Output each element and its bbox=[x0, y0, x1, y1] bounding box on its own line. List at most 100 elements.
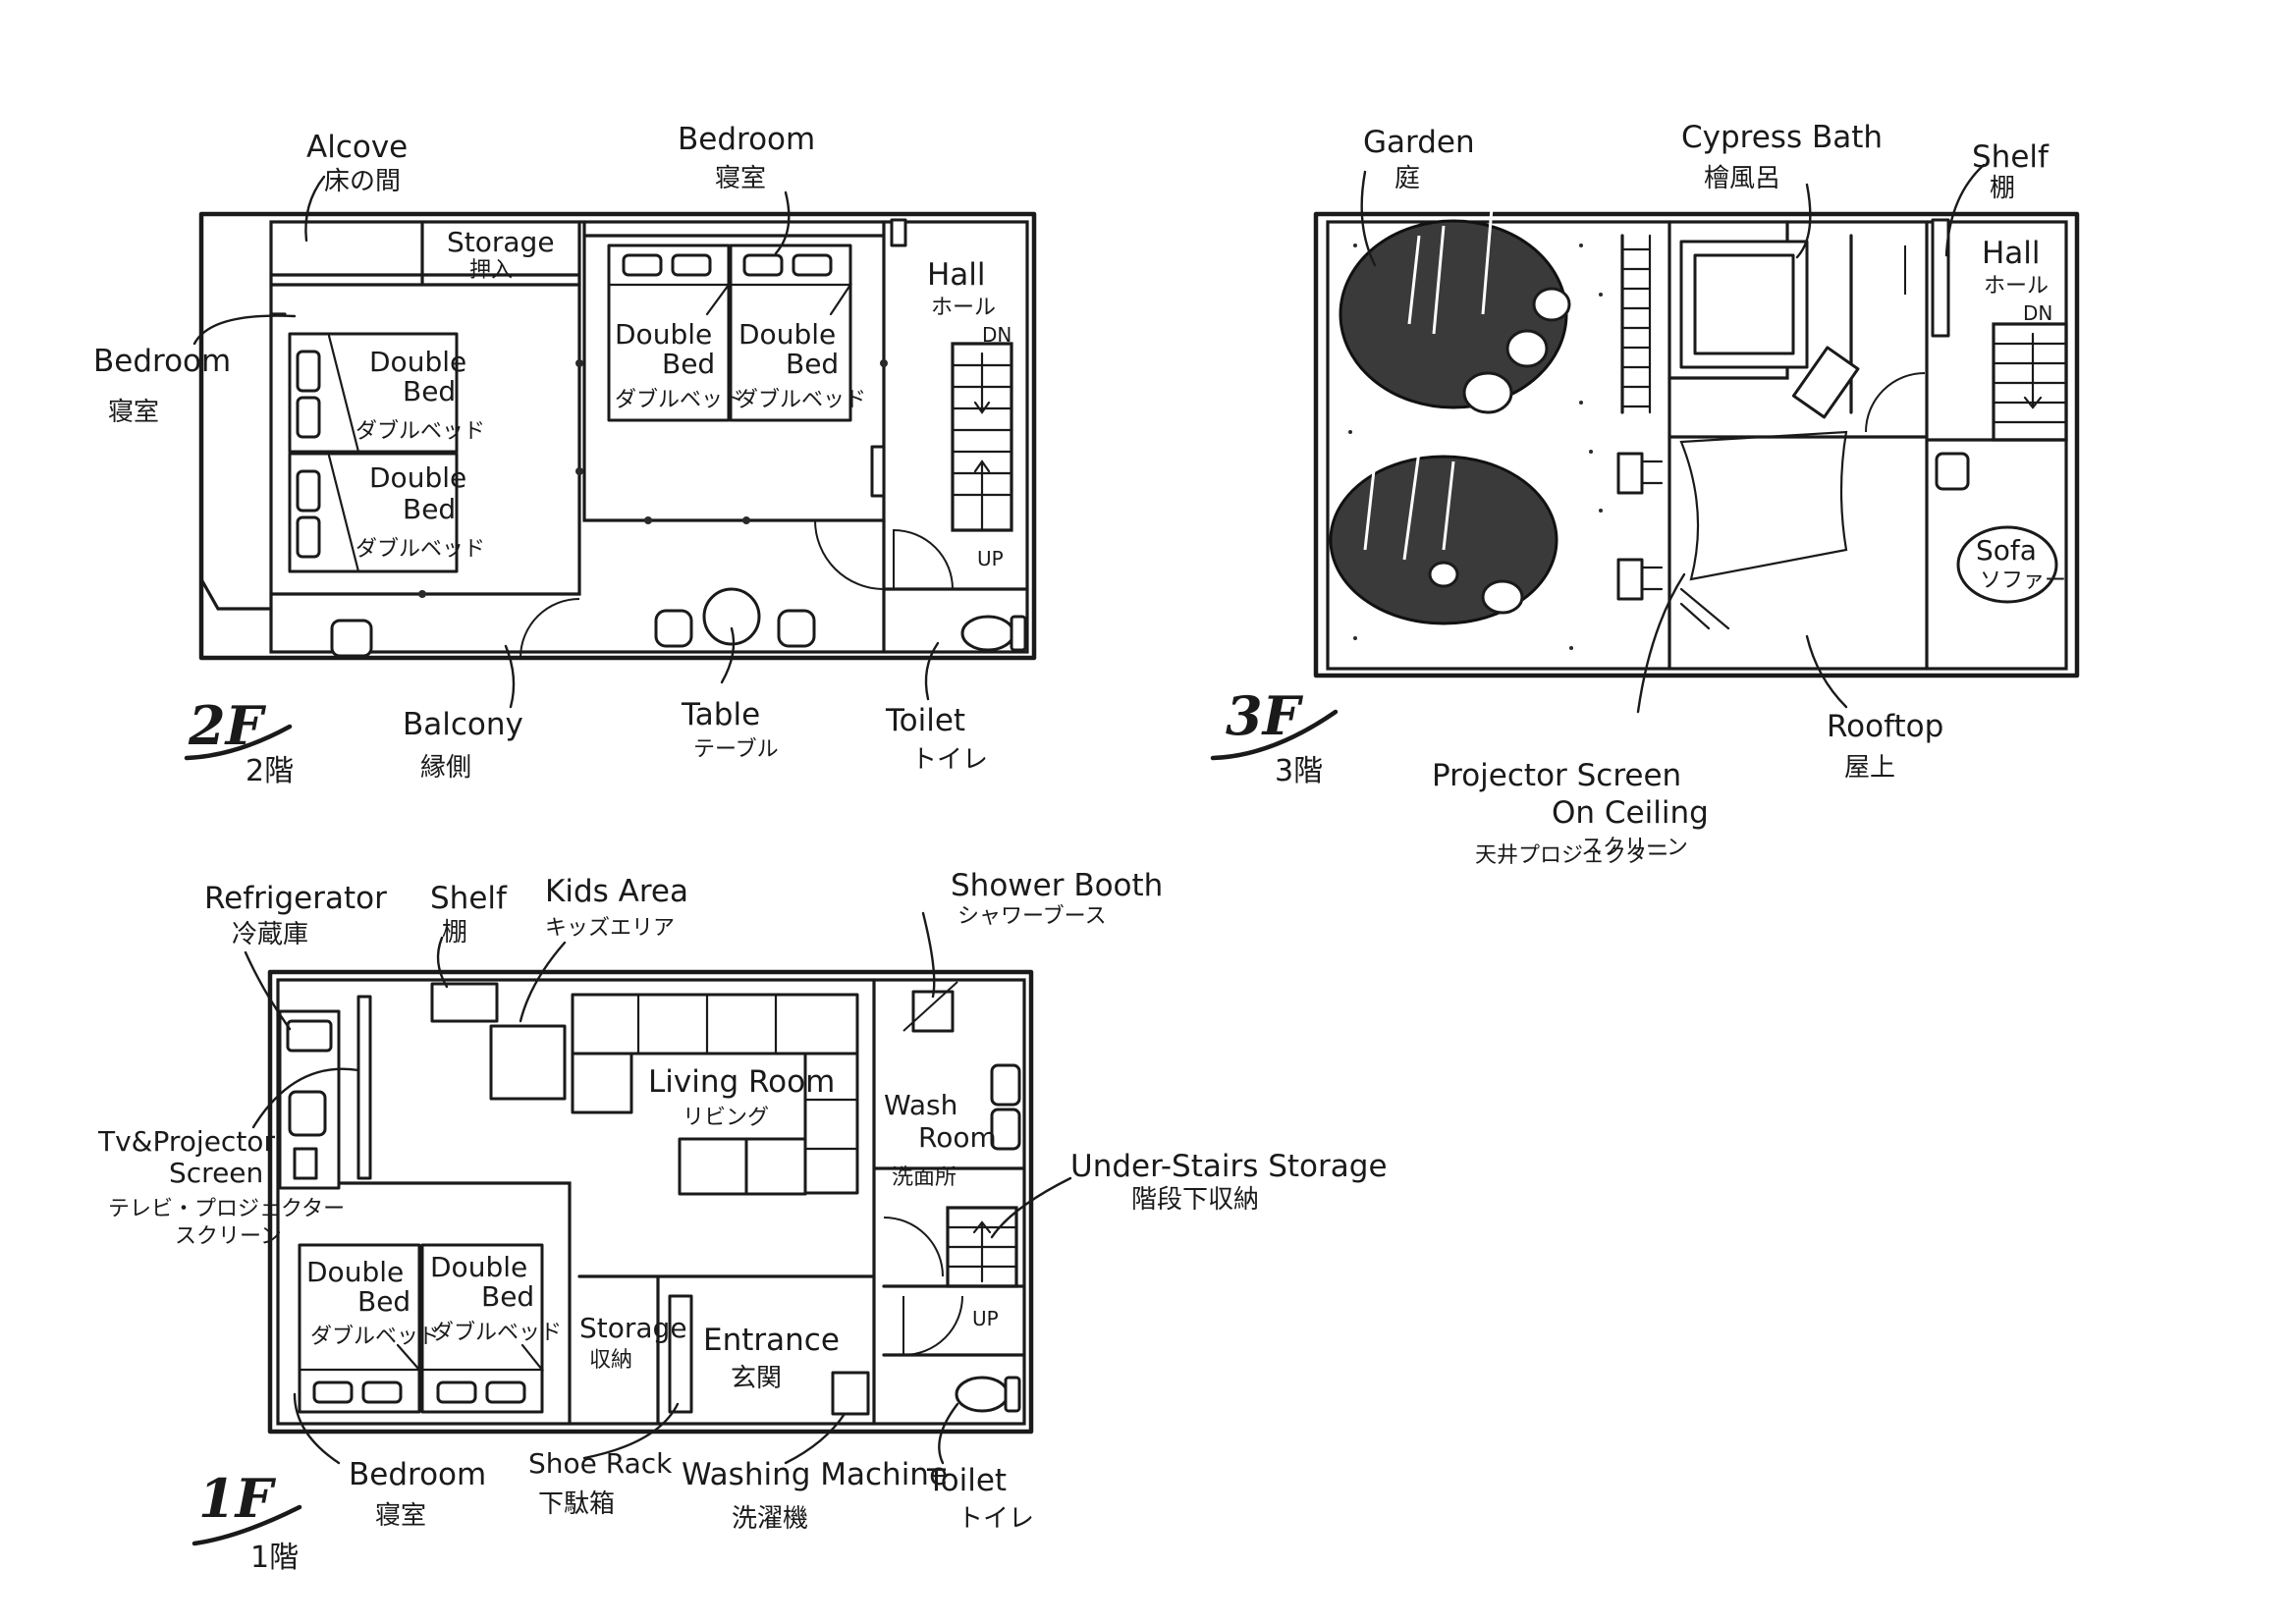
f1-up-label: UP bbox=[972, 1307, 999, 1330]
f3-floor-underline bbox=[1210, 709, 1339, 761]
f3-rooftop-leader bbox=[1805, 634, 1848, 709]
f3-sofa bbox=[1935, 452, 2058, 604]
f1-kids-label: Kids Area bbox=[545, 874, 688, 909]
f3-projector-screen bbox=[1679, 430, 1848, 581]
f1-bed-2-line2: Bed bbox=[481, 1280, 534, 1313]
f1-fridge-leader bbox=[244, 950, 292, 1031]
f2-alcove-leader bbox=[304, 175, 326, 243]
f3-outer-wall bbox=[1313, 211, 2080, 678]
f2-bed-4-line2: Bed bbox=[786, 348, 839, 380]
f3-chairs bbox=[1616, 452, 1664, 601]
f2-table-leader bbox=[720, 626, 736, 684]
f3-bath-leader bbox=[1795, 183, 1812, 259]
f1-wash-label-2: Room bbox=[918, 1121, 997, 1154]
floor-2f: Alcove 床の間 Storage 押入 Bedroom 寝室 Bedroom… bbox=[93, 122, 1037, 788]
f3-louver bbox=[1620, 234, 1652, 414]
f1-partitions bbox=[276, 978, 1026, 1426]
f1-bed-1-line2: Bed bbox=[357, 1285, 410, 1318]
f1-kids-label-jp: キッズエリア bbox=[545, 916, 675, 941]
f2-outer-wall bbox=[198, 211, 1037, 661]
f1-toilet-label-jp: トイレ bbox=[957, 1504, 1034, 1534]
f2-bed-2-jp: ダブルベッド bbox=[355, 537, 485, 562]
f3-projector-label-2: On Ceiling bbox=[1552, 795, 1709, 831]
f1-floor-tag-jp: 1階 bbox=[250, 1541, 299, 1575]
f1-under-stairs-label: Under-Stairs Storage bbox=[1070, 1149, 1388, 1184]
f2-toilet-leader bbox=[924, 641, 940, 701]
f2-left-bedroom-wall bbox=[269, 283, 581, 596]
f2-up-label: UP bbox=[977, 547, 1004, 570]
f2-alcove-storage bbox=[269, 220, 581, 287]
f3-shelf-label: Shelf bbox=[1972, 139, 2050, 175]
f2-wall-ticks bbox=[418, 359, 888, 598]
f3-gravel-dots bbox=[1348, 244, 1603, 650]
f2-table-label: Table bbox=[681, 697, 760, 732]
f2-bed-2-line2: Bed bbox=[403, 493, 456, 525]
f1-kids-mat bbox=[489, 1024, 567, 1101]
f1-bed-2-line1: Double bbox=[430, 1251, 527, 1283]
f2-stair-arrows bbox=[973, 352, 991, 532]
f3-rooftop-label: Rooftop bbox=[1827, 709, 1943, 744]
f2-bedroom-left-label: Bedroom bbox=[93, 344, 231, 379]
f3-shelf-leader bbox=[1944, 163, 1986, 257]
f2-bed-1-line2: Bed bbox=[403, 375, 456, 407]
f2-floor-underline bbox=[184, 724, 293, 761]
f3-dn-label: DN bbox=[2023, 301, 2052, 325]
f2-bed-4-line1: Double bbox=[738, 318, 836, 351]
f1-washer-leader bbox=[784, 1412, 847, 1465]
f1-floor-underline bbox=[191, 1504, 302, 1546]
f2-hall-label: Hall bbox=[927, 257, 986, 293]
floor-3f: Garden 庭 Cypress Bath 檜風呂 Shelf 棚 Hall ホ… bbox=[1210, 120, 2080, 868]
f1-inner-wall bbox=[276, 978, 1026, 1426]
f2-bed-3-jp: ダブルベッド bbox=[615, 388, 744, 412]
f1-storage-label-jp: 収納 bbox=[589, 1348, 632, 1373]
f3-door-hall bbox=[1865, 372, 1926, 433]
f1-tv-label-jp-2: スクリーン bbox=[175, 1224, 282, 1249]
f2-stairs bbox=[882, 342, 1029, 654]
f1-door-wash bbox=[883, 1217, 944, 1277]
floor-1f: Refrigerator 冷蔵庫 Shelf 棚 Kids Area キッズエリ… bbox=[97, 868, 1388, 1575]
f1-living-label-jp: リビング bbox=[683, 1106, 769, 1130]
f3-garden-planting bbox=[1329, 195, 1571, 625]
f3-hall-label: Hall bbox=[1982, 236, 2041, 271]
f3-garden-label-jp: 庭 bbox=[1394, 164, 1420, 193]
f1-fridge-label: Refrigerator bbox=[204, 881, 387, 916]
f3-garden-label: Garden bbox=[1363, 125, 1475, 160]
f1-shoe-label-jp: 下駄箱 bbox=[538, 1489, 615, 1519]
f1-door-toilet bbox=[902, 1295, 963, 1357]
f1-living-sofa bbox=[571, 993, 859, 1196]
f2-bed-3-line2: Bed bbox=[662, 348, 715, 380]
f1-shelf-unit bbox=[430, 982, 499, 1023]
f2-table-set bbox=[330, 587, 816, 658]
f2-inner-wall bbox=[269, 220, 1029, 654]
f3-projector-leader bbox=[1636, 572, 1686, 714]
f3-projector-label-1: Projector Screen bbox=[1432, 758, 1681, 793]
f2-balcony-edge bbox=[199, 577, 273, 611]
f1-floor-tag: 1F bbox=[198, 1467, 277, 1530]
f1-bedroom-leader bbox=[293, 1392, 341, 1465]
f1-shower-label: Shower Booth bbox=[951, 868, 1163, 903]
f1-wash-basin-1 bbox=[990, 1063, 1021, 1107]
f3-screen-hatch bbox=[1679, 587, 1730, 630]
f1-shower-door bbox=[902, 981, 958, 1032]
f2-bed-3-line1: Double bbox=[615, 318, 712, 351]
f3-bath-tub-inner bbox=[1693, 253, 1795, 355]
f1-washing-machine bbox=[831, 1371, 870, 1416]
f1-beds bbox=[298, 1243, 545, 1414]
f1-under-stairs-label-jp: 階段下収納 bbox=[1131, 1185, 1259, 1215]
f2-table-label-jp: テーブル bbox=[693, 737, 779, 762]
f2-balcony-label-jp: 縁側 bbox=[420, 753, 471, 783]
f2-beds-left bbox=[288, 332, 459, 573]
f1-bed-1-jp: ダブルベッド bbox=[310, 1325, 440, 1349]
f2-beds-top bbox=[607, 244, 853, 422]
f2-bed-2-line1: Double bbox=[369, 461, 466, 494]
f1-shoe-leader bbox=[582, 1402, 680, 1460]
f2-door-bedroom bbox=[814, 519, 885, 590]
f2-storage-label-jp: 押入 bbox=[469, 258, 513, 283]
f2-bedroom-top-label-jp: 寝室 bbox=[715, 164, 766, 193]
f1-shoe-rack bbox=[668, 1294, 693, 1414]
f2-bedroom-top-label: Bedroom bbox=[678, 122, 815, 157]
f2-pillar bbox=[890, 218, 907, 247]
f2-bed-1-jp: ダブルベッド bbox=[355, 419, 485, 444]
f1-kids-leader bbox=[519, 941, 567, 1023]
